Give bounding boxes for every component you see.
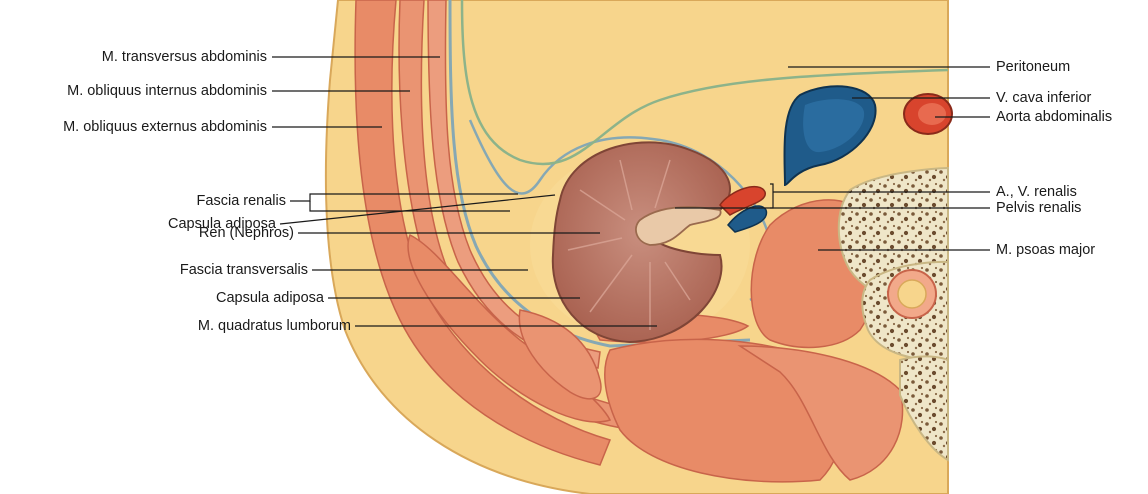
label-fascia-renalis: Fascia renalis [197,192,286,210]
label-aorta: Aorta abdominalis [996,108,1112,126]
label-vci: V. cava inferior [996,89,1091,107]
label-fascia-transversalis: Fascia transversalis [180,261,308,279]
label-capsula-adiposa-2: Capsula adiposa [216,289,324,307]
label-ren: Ren (Nephros) [199,224,294,242]
label-transversus: M. transversus abdominis [102,48,267,66]
label-peritoneum: Peritoneum [996,58,1070,76]
label-psoas: M. psoas major [996,241,1095,259]
label-obliquus-externus: M. obliquus externus abdominis [63,118,267,136]
spinal-cord [898,280,926,308]
label-quadratus: M. quadratus lumborum [198,317,351,335]
label-obliquus-internus: M. obliquus internus abdominis [67,82,267,100]
label-pelvis: Pelvis renalis [996,199,1081,217]
aorta-lumen [918,103,946,125]
